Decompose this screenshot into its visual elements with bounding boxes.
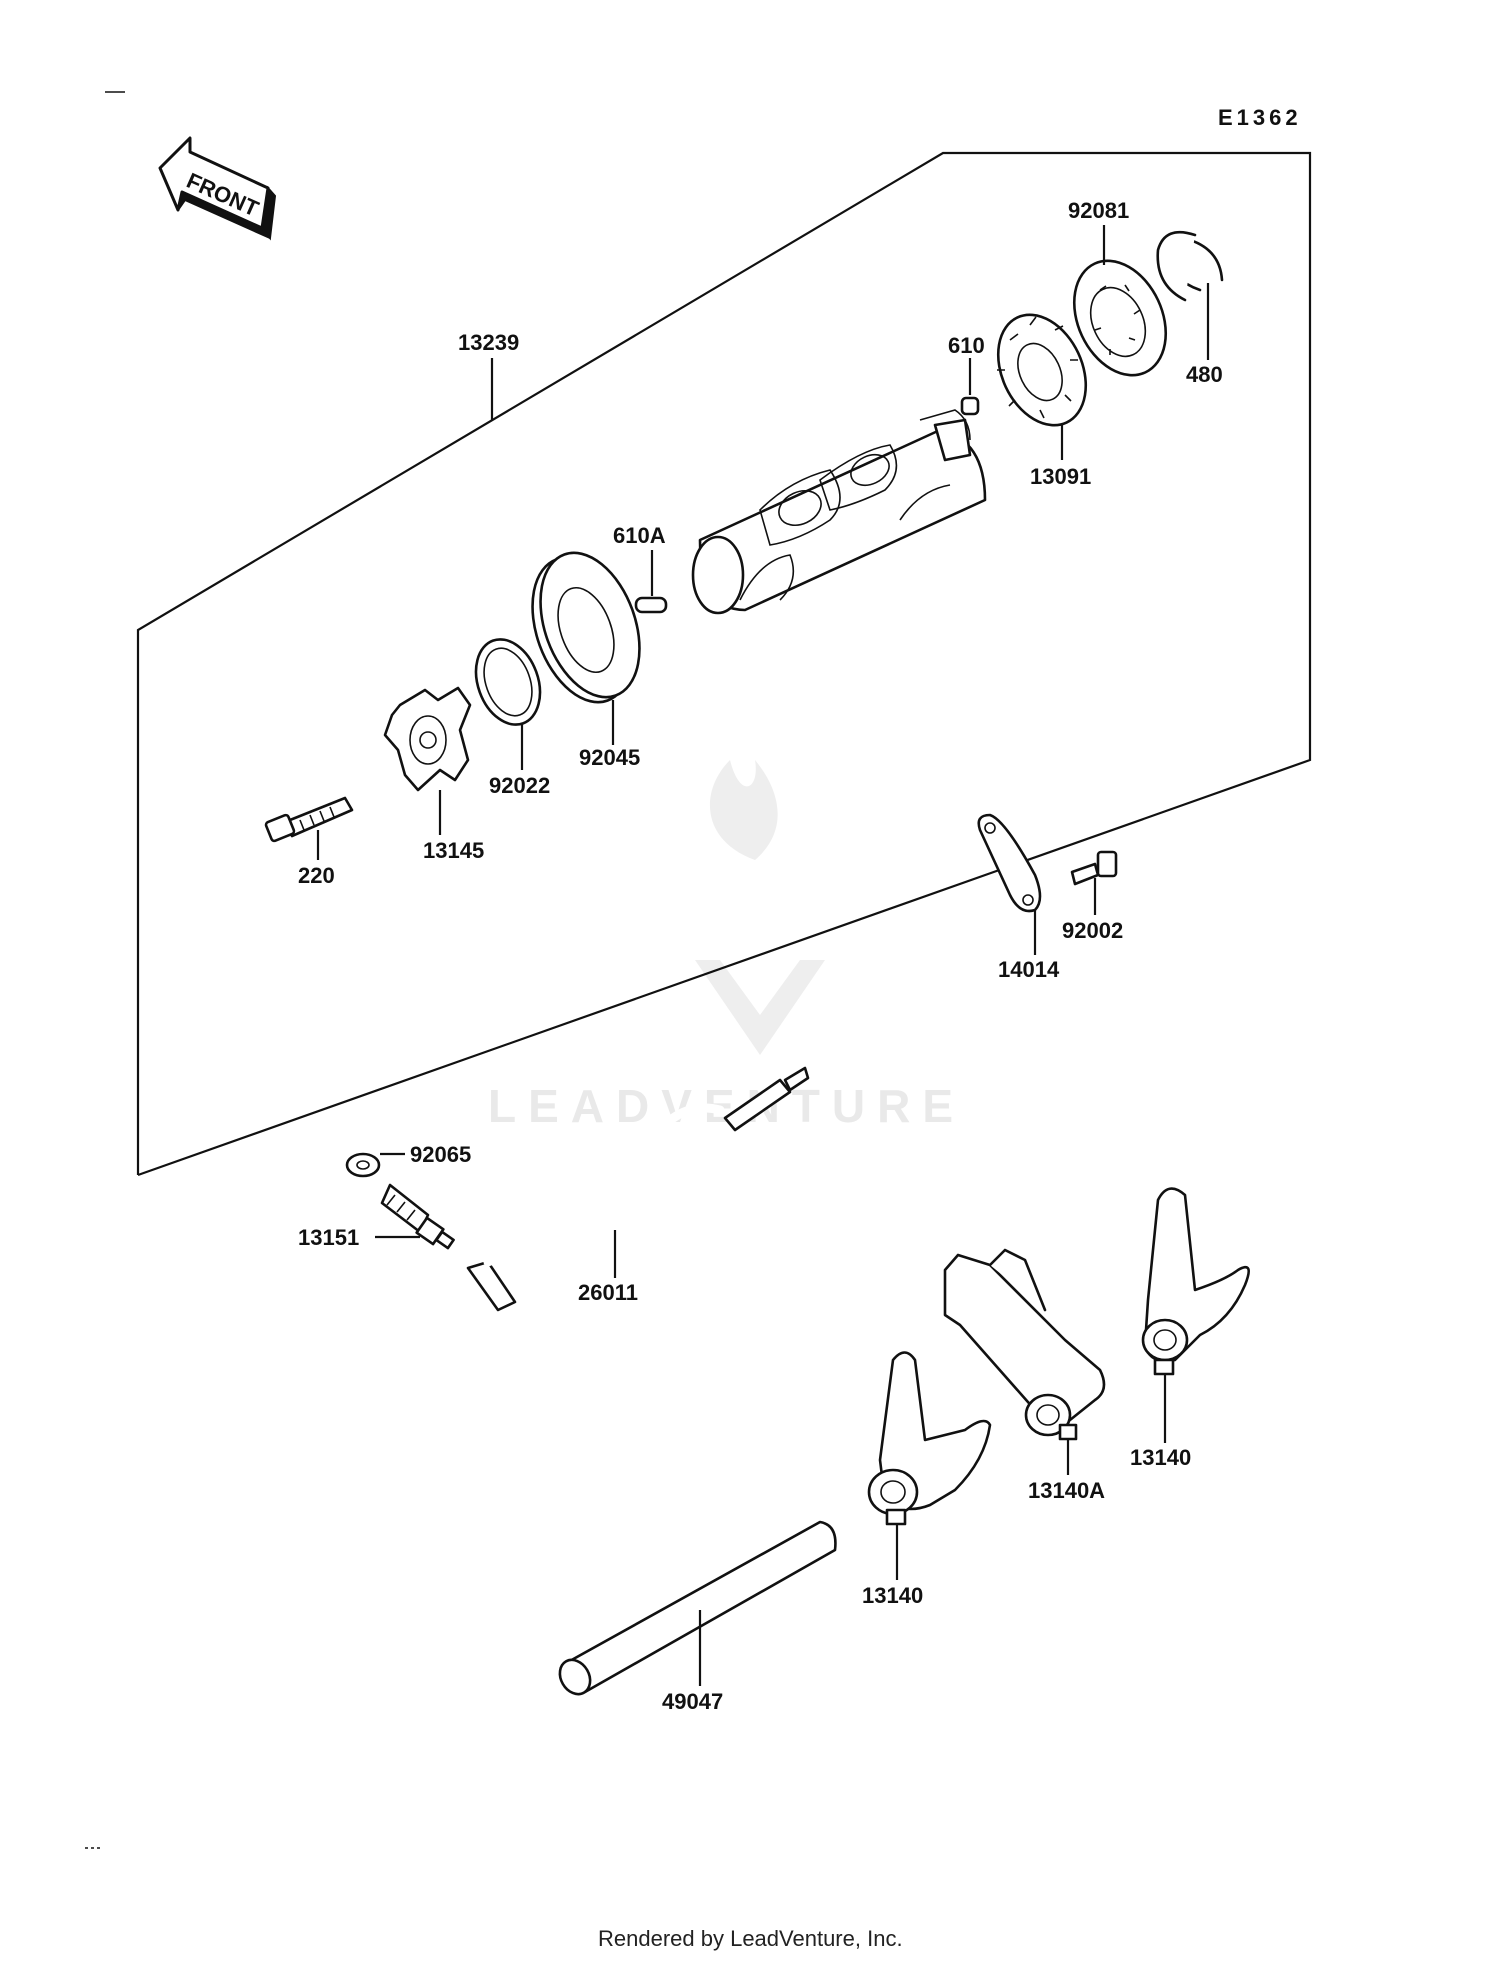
label-13239: 13239: [458, 330, 519, 355]
label-610A: 610A: [613, 523, 666, 548]
diagram-code: E1362: [1218, 105, 1302, 130]
shift-drum-cam-plate: [996, 313, 1088, 427]
lead-wire-26011: [466, 1066, 810, 1312]
label-13145: 13145: [423, 838, 484, 863]
lever-link-14014: [977, 813, 1042, 913]
shift-fork-13140-left: [867, 1351, 992, 1526]
label-13091: 13091: [1030, 464, 1091, 489]
label-13140-right: 13140: [1130, 1445, 1191, 1470]
footer-credit: Rendered by LeadVenture, Inc.: [598, 1926, 903, 1951]
shift-fork-13140-right: [1141, 1187, 1250, 1376]
leader-lines: [316, 225, 1210, 1686]
neutral-switch-13151: [380, 1183, 455, 1250]
label-92002: 92002: [1062, 918, 1123, 943]
label-92081: 92081: [1068, 198, 1129, 223]
pin-610A: [634, 596, 668, 614]
bolt-92002: [1070, 850, 1118, 886]
label-14014: 14014: [998, 957, 1060, 982]
shift-drum-pin-holder: [383, 686, 472, 792]
plate-92081: [1072, 259, 1168, 377]
ring-92022: [474, 638, 542, 726]
fork-shaft-49047: [558, 1520, 837, 1696]
label-220: 220: [298, 863, 335, 888]
label-13140-left: 13140: [862, 1583, 923, 1608]
bolt-220: [264, 796, 354, 843]
label-610: 610: [948, 333, 985, 358]
shift-fork-13140A: [943, 1248, 1106, 1441]
assembly-frame-left: [136, 151, 1312, 1175]
front-arrow-icon: FRONT: [158, 136, 277, 241]
label-13140A: 13140A: [1028, 1478, 1105, 1503]
label-480: 480: [1186, 362, 1223, 387]
watermark-text: LEADVENTURE: [488, 1080, 965, 1132]
leadventure-logo-icon: [695, 760, 825, 1055]
assembly-frame-right: [137, 485, 1312, 1177]
label-49047: 49047: [662, 1689, 723, 1714]
circlip-480: [1156, 230, 1224, 302]
label-92022: 92022: [489, 773, 550, 798]
bearing-92045: [531, 551, 641, 704]
shift-drum: [691, 409, 987, 615]
pin-610: [960, 396, 980, 416]
label-13151: 13151: [298, 1225, 359, 1250]
label-92065: 92065: [410, 1142, 471, 1167]
label-92045: 92045: [579, 745, 640, 770]
label-26011: 26011: [578, 1280, 638, 1305]
washer-92065: [345, 1152, 381, 1178]
